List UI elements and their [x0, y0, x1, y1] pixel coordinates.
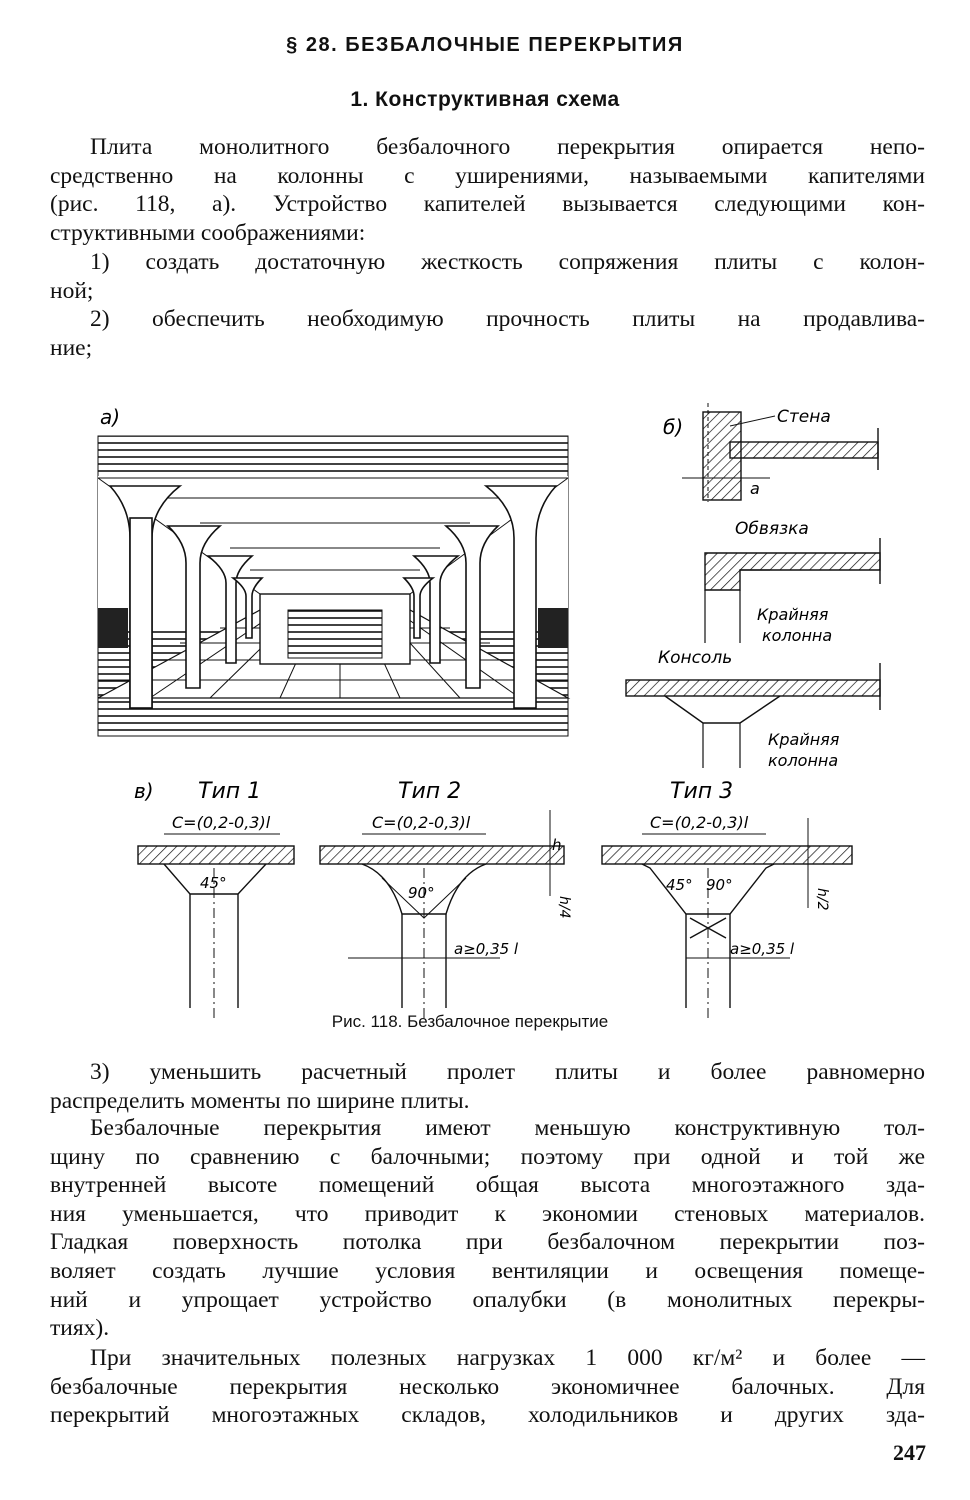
- text-line: 1) создать достаточную жесткость сопряже…: [90, 249, 925, 275]
- text-line: Плита монолитного безбалочного перекрыти…: [90, 134, 925, 160]
- capital-types-drawing: в) Тип 1 Тип 2 Тип 3 С=(0,2-0,3)l 45° С=…: [134, 779, 853, 1018]
- c-dim-type-2: С=(0,2-0,3)l: [372, 813, 471, 832]
- intro-paragraph: Плита монолитного безбалочного перекрыти…: [50, 133, 925, 247]
- text-line: ние;: [50, 334, 93, 361]
- figure-caption: Рис. 118. Безбалочное перекрытие: [331, 1012, 609, 1031]
- type-2-label: Тип 2: [398, 779, 461, 804]
- h4-label: h/4: [556, 896, 572, 919]
- figure-label-a: а): [100, 405, 120, 429]
- text-line: ния уменьшается, что приводит к экономии…: [50, 1200, 925, 1227]
- edge-column-label-2b: колонна: [768, 751, 838, 770]
- text-line: ной;: [50, 277, 94, 304]
- text-line: ний и упрощает устройство опалубки (в мо…: [50, 1286, 925, 1313]
- text-line: (рис. 118, а). Устройство капителей вызы…: [50, 191, 925, 218]
- type-3-label: Тип 3: [670, 779, 733, 804]
- text-line: средственно на колонны с уширениями, наз…: [50, 162, 925, 189]
- paragraph-advantages: Безбалочные перекрытия имеют меньшую кон…: [50, 1114, 925, 1343]
- edge-column-label-1b: колонна: [762, 626, 832, 645]
- text-line: 3) уменьшить расчетный пролет плиты и бо…: [90, 1059, 925, 1085]
- wall-label: Стена: [777, 407, 831, 427]
- section-title: § 28. БЕЗБАЛОЧНЫЕ ПЕРЕКРЫТИЯ: [286, 34, 684, 56]
- figure-118: а): [97, 403, 881, 1018]
- angle-90-type-2: 90°: [408, 884, 435, 902]
- text-line: структивными соображениями:: [50, 219, 366, 246]
- interior-perspective-drawing: а): [97, 405, 571, 737]
- a-dim-type-2: а≥0,35 l: [454, 940, 519, 958]
- text-line: Безбалочные перекрытия имеют меньшую кон…: [90, 1115, 925, 1141]
- list-item-1: 1) создать достаточную жесткость сопряже…: [50, 248, 925, 305]
- figure-label-v: в): [134, 779, 154, 803]
- text-line: щину по сравнению с балочными; поэтому п…: [50, 1143, 925, 1170]
- h-label-type-2: h: [552, 836, 562, 854]
- type-1-label: Тип 1: [198, 779, 261, 804]
- paragraph-loads: При значительных полезных нагрузках 1 00…: [50, 1344, 925, 1430]
- text-line: внутренней высоте помещений общая высота…: [50, 1172, 925, 1199]
- text-line: распределить моменты по ширине плиты.: [50, 1087, 470, 1114]
- text-line: тиях).: [50, 1315, 110, 1342]
- text-line: воляет создать лучшие условия вентиляции…: [50, 1257, 925, 1284]
- subsection-title: 1. Конструктивная схема: [350, 88, 620, 111]
- figure-label-b: б): [663, 415, 683, 439]
- h2-label: h/2: [814, 888, 830, 911]
- text-line: перекрытий многоэтажных складов, холодил…: [50, 1402, 925, 1429]
- text-line: 2) обеспечить необходимую прочность плит…: [90, 306, 925, 332]
- text-line: При значительных полезных нагрузках 1 00…: [90, 1345, 925, 1371]
- angle-45-type-1: 45°: [200, 874, 227, 892]
- list-item-3: 3) уменьшить расчетный пролет плиты и бо…: [50, 1058, 925, 1115]
- beam-label: Обвязка: [735, 519, 809, 539]
- c-dim-type-3: С=(0,2-0,3)l: [650, 813, 749, 832]
- angle-90-type-3: 90°: [706, 876, 733, 894]
- text-line: Гладкая поверхность потолка при безбалоч…: [50, 1229, 925, 1256]
- edge-column-label-2a: Крайняя: [768, 730, 840, 749]
- a-dim-type-3: а≥0,35 l: [730, 940, 795, 958]
- list-item-2: 2) обеспечить необходимую прочность плит…: [50, 305, 925, 362]
- page-number: 247: [893, 1440, 926, 1465]
- edge-support-details: б) Стена а Обвязка Крайняя колонна Консо…: [625, 403, 881, 770]
- angle-45-type-3: 45°: [666, 876, 693, 894]
- edge-column-label-1a: Крайняя: [757, 605, 829, 624]
- text-line: безбалочные перекрытия несколько экономи…: [50, 1373, 925, 1400]
- console-label: Консоль: [658, 648, 732, 668]
- c-dim-type-1: С=(0,2-0,3)l: [172, 813, 271, 832]
- dim-a-label: а: [750, 479, 760, 498]
